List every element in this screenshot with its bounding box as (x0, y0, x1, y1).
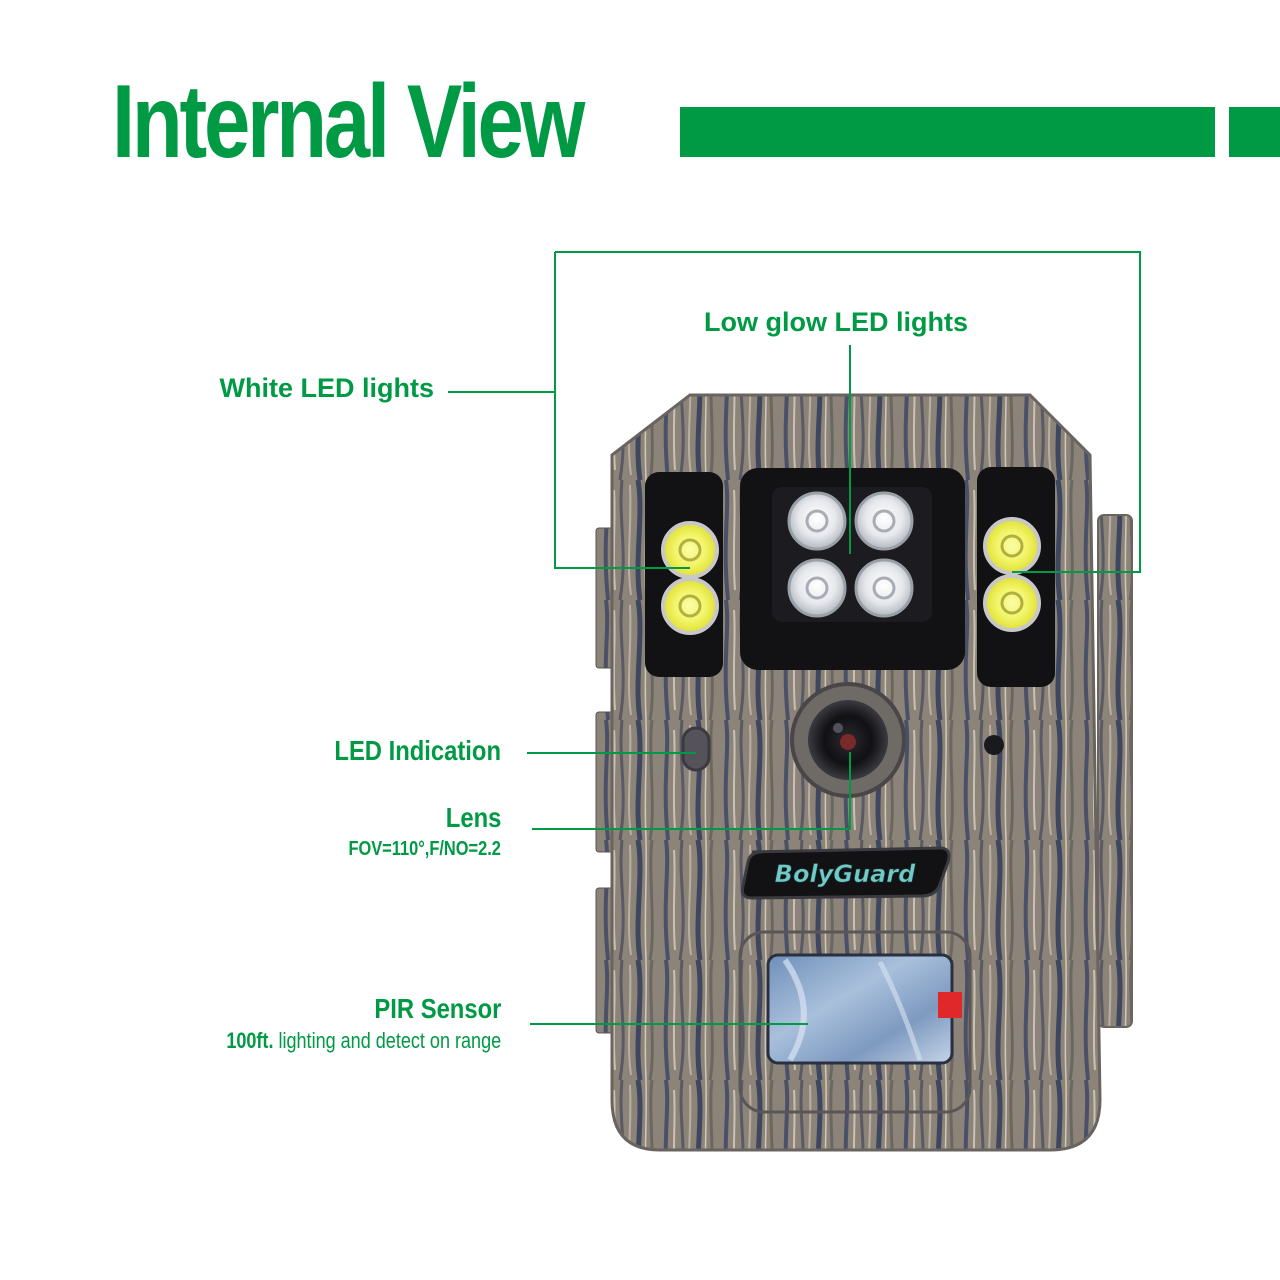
label-low-glow-led-lights: Low glow LED lights (704, 307, 968, 337)
page-title: Internal View (112, 64, 585, 180)
indicator-led-icon (681, 726, 711, 772)
light-sensor-icon (984, 735, 1004, 755)
low-glow-led-icon (787, 491, 914, 618)
white-led-icon (661, 521, 719, 635)
label-pir-spec-rest: lighting and detect on range (273, 1028, 501, 1053)
callout-lines (448, 251, 1141, 1025)
label-lens: Lens (445, 802, 501, 833)
label-pir-spec: 100ft. lighting and detect on range (226, 1028, 501, 1054)
svg-text:BolyGuard: BolyGuard (775, 860, 916, 888)
side-strap (1097, 514, 1133, 1028)
white-led-icon-right (983, 517, 1041, 632)
brand-logo: BolyGuard (740, 846, 951, 900)
title-bar-long (680, 107, 1215, 157)
label-pir-sensor: PIR Sensor (374, 993, 501, 1024)
label-pir-spec-bold: 100ft. (226, 1028, 274, 1053)
pir-window-icon (738, 930, 972, 1114)
title-bar-short (1229, 107, 1280, 157)
label-lens-spec: FOV=110°,F/NO=2.2 (348, 838, 501, 860)
lens-icon (790, 682, 906, 798)
red-indicator-icon (938, 992, 962, 1018)
label-white-led-lights: White LED lights (219, 373, 434, 403)
label-led-indication: LED Indication (334, 735, 501, 766)
